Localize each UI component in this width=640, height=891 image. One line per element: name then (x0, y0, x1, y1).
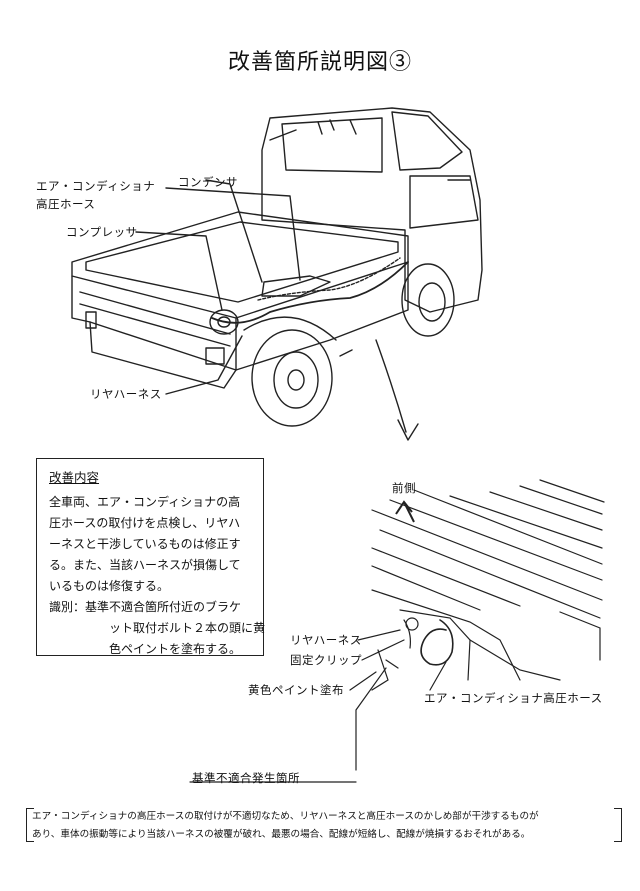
arrow-up-left-icon (395, 500, 415, 523)
condenser-shape (261, 275, 331, 297)
improvement-line: 全車両、エア・コンディショナの高 (49, 495, 241, 509)
improvement-line: ット取付ボルト２本の頭に黄 (109, 621, 266, 635)
defect-description: エア・コンディショナの高圧ホースの取付けが不適切なため、リヤハーネスと高圧ホース… (26, 808, 622, 844)
label-rear-harness: リヤハーネス (90, 387, 162, 401)
label-rear-harness-detail: リヤハーネス (290, 633, 362, 647)
page-title: 改善箇所説明図③ (227, 50, 412, 75)
label-ac-hose-line1: エア・コンディショナ (36, 179, 156, 193)
improvement-line: 色ペイントを塗布する。 (109, 642, 242, 656)
label-compressor: コンプレッサ (66, 225, 138, 239)
cab-rear-window (281, 117, 383, 173)
truck-cab-outline (261, 107, 483, 313)
improvement-line: る。また、当該ハーネスが損傷して (49, 558, 241, 572)
improvement-line: 識別：基準不適合箇所付近のブラケ (49, 600, 242, 614)
defect-line-2: あり、車体の振動等により当該ハーネスの被覆が破れ、最悪の場合、配線が短絡し、配線… (32, 829, 531, 840)
improvement-heading: 改善内容 (49, 470, 100, 485)
tail-light-right (205, 347, 225, 365)
improvement-box: 改善内容 全車両、エア・コンディショナの高 圧ホースの取付けを点検し、リヤハ ー… (36, 458, 266, 656)
clip-shape (405, 617, 419, 631)
ac-hose-detail-shape (420, 619, 454, 666)
label-front: 前側 (392, 481, 416, 495)
callout-arrow-line (375, 339, 407, 433)
label-yellow-paint: 黄色ペイント塗布 (248, 683, 344, 697)
label-ac-hose-line2: 高圧ホース (36, 197, 96, 211)
improvement-line: ーネスと干渉しているものは修正す (49, 537, 241, 551)
label-condenser: コンデンサ (178, 175, 238, 189)
rear-wheel (251, 329, 333, 427)
bracket-left (26, 808, 34, 842)
compressor-shape (209, 309, 239, 335)
improvement-line: いるものは修復する。 (49, 579, 170, 593)
label-fixing-clip: 固定クリップ (290, 653, 362, 667)
label-ac-hose-detail: エア・コンディショナ高圧ホース (424, 691, 603, 705)
improvement-line: 圧ホースの取付けを点検し、リヤハ (49, 516, 241, 530)
bracket-right (614, 808, 622, 842)
label-nonconform-location: 基準不適合発生箇所 (192, 771, 300, 785)
harness-route (211, 261, 409, 324)
defect-line-1: エア・コンディショナの高圧ホースの取付けが不適切なため、リヤハーネスと高圧ホース… (32, 811, 539, 822)
front-wheel (401, 263, 455, 337)
cab-side-window (391, 111, 463, 171)
tail-light-left (85, 311, 97, 329)
